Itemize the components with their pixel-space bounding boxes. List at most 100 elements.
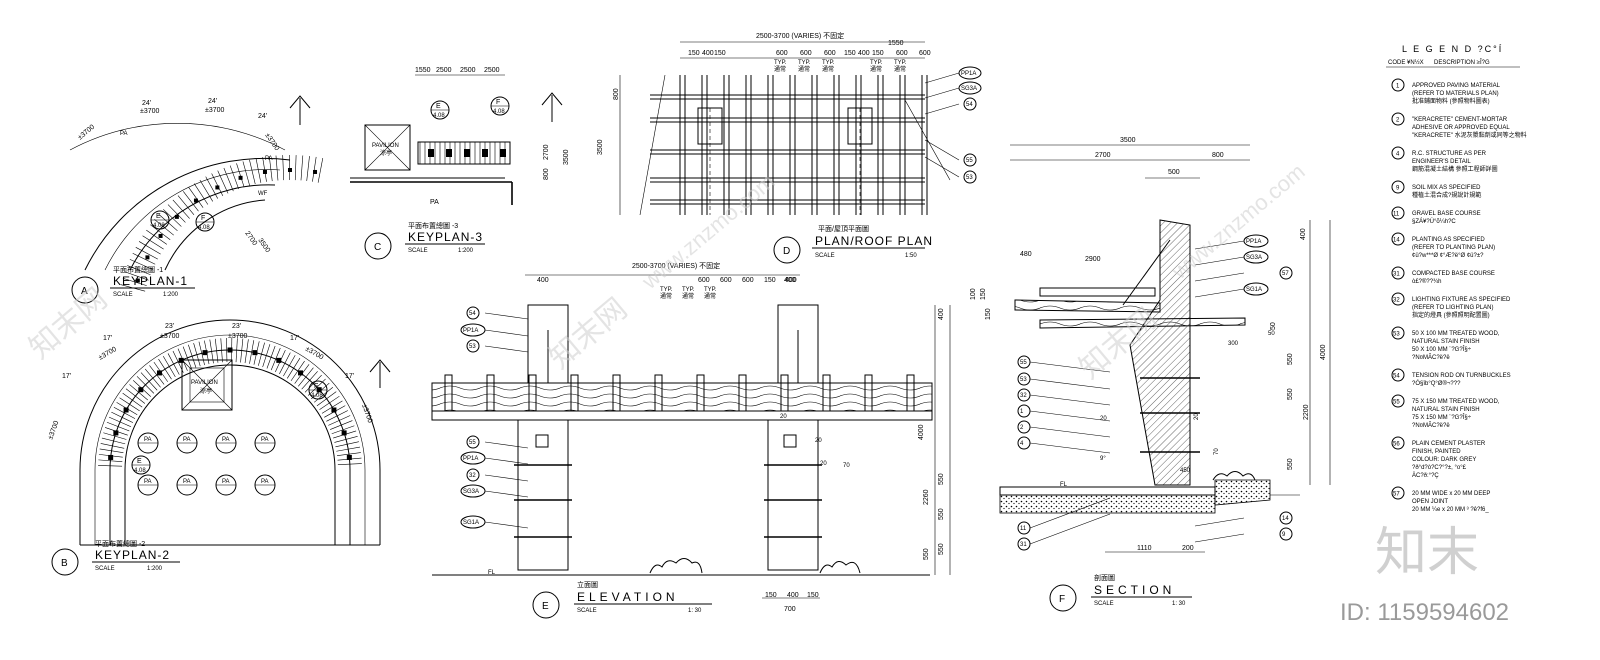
legend-desc-line: PLAIN CEMENT PLASTER [1412,441,1486,447]
kp3-scale-label: SCALE [408,248,428,254]
plan-dim-600: 600 [896,50,908,57]
elev-post [696,374,705,412]
legend-desc-line: ÄC?ð:°?Ç [1412,472,1439,479]
legend-desc-line: COMPACTED BASE COURSE [1412,271,1495,277]
kp2-slat [209,339,214,364]
elev-title-cn: 立面圖 [577,580,598,589]
kp2-slat [270,347,281,371]
legend-code-bubble [1391,232,1405,246]
kp3-title-cn: 平面布置總圖 -3 [408,221,458,230]
kp3-tag-e[interactable]: E 4.08 [430,100,450,120]
kp1-label-5: ±3700 [205,107,225,114]
elev-shrub-2 [819,561,861,574]
kp2-label-3700f: ±3700 [360,403,373,424]
kp2-slat [337,452,361,457]
kp1-slat [268,156,273,182]
legend-desc-line: COLOUR: DARK GREY [1412,457,1476,463]
legend-title: L E G E N D ?C°Í [1402,44,1503,54]
legend-code-bubble [1391,394,1405,408]
plan-dim-600: 600 [824,50,836,57]
kp2-slat [336,446,361,452]
elev-typ-cn: 通常 [682,292,694,300]
legend-desc-line: (REFER TO LIGHTING PLAN) [1412,305,1493,311]
kp2-slat [144,368,161,388]
keyplan-1-slats [120,155,324,292]
kp2-tag-f[interactable]: F 4.08 [308,380,328,400]
kp1-slat [294,155,297,181]
sec-top-2700: 2700 [1095,152,1111,159]
kp1-slat [182,191,199,212]
plan-title-cn: 平面/屋頂平面圖 [818,225,869,233]
legend-desc-line: 20 MM ¼e x 20 MM ³ ?ê?f6_ [1412,507,1489,513]
kp2-tag-e[interactable]: E 4.08 [131,455,151,475]
elev-typ: TYP. [682,287,695,293]
sec-inner-dim: 20 [1194,413,1200,420]
elev-post [486,374,495,412]
elev-callout: 32 [469,473,476,479]
sec-leader [1029,497,1111,529]
legend-desc-line: 50 X 100 MM ¨?G?Î§÷ [1412,346,1472,353]
plan-beam-grid [650,75,951,215]
legend-code-bubble [1391,292,1405,306]
elev-typ: TYP. [704,287,717,293]
kp3-side-1: 2700 [543,144,550,160]
kp2-tag-f-letter: F [314,383,318,390]
plan-typ-label: TYP. [798,60,811,66]
elev-title-letter: E [542,601,549,612]
sec-callout: 55 [1020,360,1027,366]
kp2-slat [240,338,244,363]
kp1-pa-2: PA [265,156,273,162]
kp1-slat [193,183,209,205]
legend-desc-line: (REFER TO MATERIALS PLAN) [1412,91,1499,97]
plan-callout-54: 54 [966,102,973,108]
sec-right-dim: 2200 [1303,404,1310,420]
legend-desc-line: TENSION ROD ON TURNBUCKLES [1412,373,1511,379]
legend-code: 32 [1393,298,1400,304]
kp2-post [123,407,129,413]
sec-callout-r: 9 [1282,532,1286,538]
kp1-slat [312,156,317,182]
elev-typ-cn: 通常 [660,292,672,300]
kp3-tag-f[interactable]: F 4.08 [490,96,510,116]
kp1-tag-f[interactable]: F 4.08 [195,212,215,232]
sec-leader [1029,426,1111,438]
kp2-pavilion-label: PAVILION [191,380,218,386]
plan-leader [924,72,960,84]
kp1-pa-1: PA [120,131,128,137]
kp2-pa-label: PA [261,437,269,443]
kp1-title: KEYPLAN-1 [113,274,188,288]
sec-right-dim: 4000 [1320,344,1327,360]
kp3-tag-e-letter: E [436,103,441,110]
kp1-slat [217,170,229,194]
legend-desc-line: §ZÁ¥?Ú°õ¼h?C [1412,218,1456,225]
elev-callout: PP1A [463,328,478,334]
kp2-slat [106,421,130,432]
kp2-pa-label: PA [222,437,230,443]
kp1-slat [300,155,304,181]
kp3-dim-4: 2500 [484,67,500,74]
sec-leader [1194,240,1245,250]
legend-code-bubble [1391,368,1405,382]
elev-post [780,374,789,412]
legend-desc-line: PLANTING AS SPECIFIED [1412,237,1485,243]
kp2-slat [319,395,340,410]
kp1-label-4: ±3700 [140,108,160,115]
kp2-label-3700a: ±3700 [160,333,180,340]
kp2-post [227,347,233,353]
wm-site-cn-1: 知末网 [23,282,113,365]
kp2-slat [326,410,348,422]
kp2-slat [108,416,132,428]
legend-code: 54 [1393,374,1400,380]
kp2-post [276,357,282,363]
legend-desc-line: 75 X 150 MM ¨?G?Î§÷ [1412,414,1472,421]
elev-callout: 54 [469,311,476,317]
kp1-tag-e[interactable]: E 4.08 [150,210,170,230]
elev-callout-bubble [466,435,480,449]
sec-leader [1029,442,1111,454]
plan-leader [924,139,960,161]
kp1-slat [138,241,161,255]
kp1-slat [129,259,153,270]
plan-right-dim: 1550 [888,40,904,47]
kp2-pa-label: PA [261,479,269,485]
